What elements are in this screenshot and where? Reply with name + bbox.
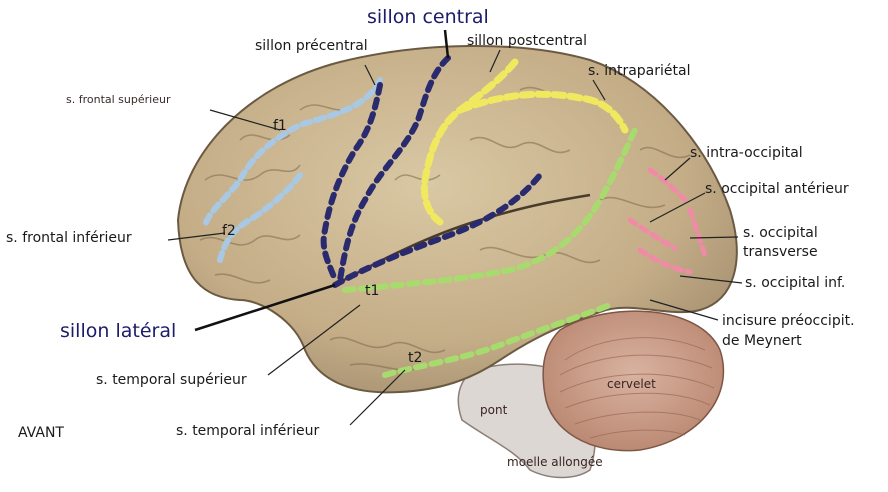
label-s-occipital-transverse-line1: s. occipital	[743, 225, 818, 241]
lateral-leader	[194, 283, 336, 332]
central-leader	[443, 29, 450, 59]
label-sillon-precentral: sillon précentral	[255, 38, 368, 54]
label-t2: t2	[408, 350, 423, 366]
label-s-temporal-inferieur: s. temporal inférieur	[176, 423, 320, 439]
label-s-frontal-inferieur: s. frontal inférieur	[6, 230, 132, 246]
label-pont: pont	[480, 403, 508, 417]
label-t1: t1	[365, 283, 380, 299]
label-avant: AVANT	[18, 425, 64, 441]
label-s-occipital-anterieur: s. occipital antérieur	[705, 181, 849, 197]
label-s-occipital-transverse-line2: transverse	[743, 244, 818, 260]
label-incisure-preoccipitale-line1: incisure préoccipit.	[722, 313, 855, 329]
label-s-intra-occipital: s. intra-occipital	[690, 145, 803, 161]
label-s-temporal-superieur: s. temporal supérieur	[96, 372, 247, 388]
cerebellum-folia	[559, 337, 715, 439]
cerebellum	[542, 310, 725, 452]
leader-lines	[167, 49, 743, 426]
label-s-occipital-inf: s. occipital inf.	[745, 275, 846, 291]
label-sillon-lateral: sillon latéral	[60, 320, 177, 342]
label-f1: f1	[273, 118, 287, 134]
label-moelle-allongee: moelle allongée	[507, 455, 603, 469]
label-s-frontal-superieur: s. frontal supérieur	[66, 93, 171, 106]
frontal-sulci	[202, 77, 383, 263]
postcentral-sulci	[420, 58, 629, 226]
label-sillon-central: sillon central	[367, 6, 489, 28]
label-f2: f2	[222, 223, 236, 239]
label-sillon-postcentral: sillon postcentral	[467, 33, 587, 49]
label-s-intraparietal: s. intrapariétal	[588, 63, 691, 79]
temporal-sulci	[342, 127, 638, 378]
label-cervelet: cervelet	[607, 377, 656, 391]
central-sulci	[320, 55, 543, 288]
occipital-sulci	[627, 167, 708, 275]
cerebral-hemisphere	[176, 45, 738, 394]
label-incisure-preoccipitale-line2: de Meynert	[722, 333, 802, 349]
